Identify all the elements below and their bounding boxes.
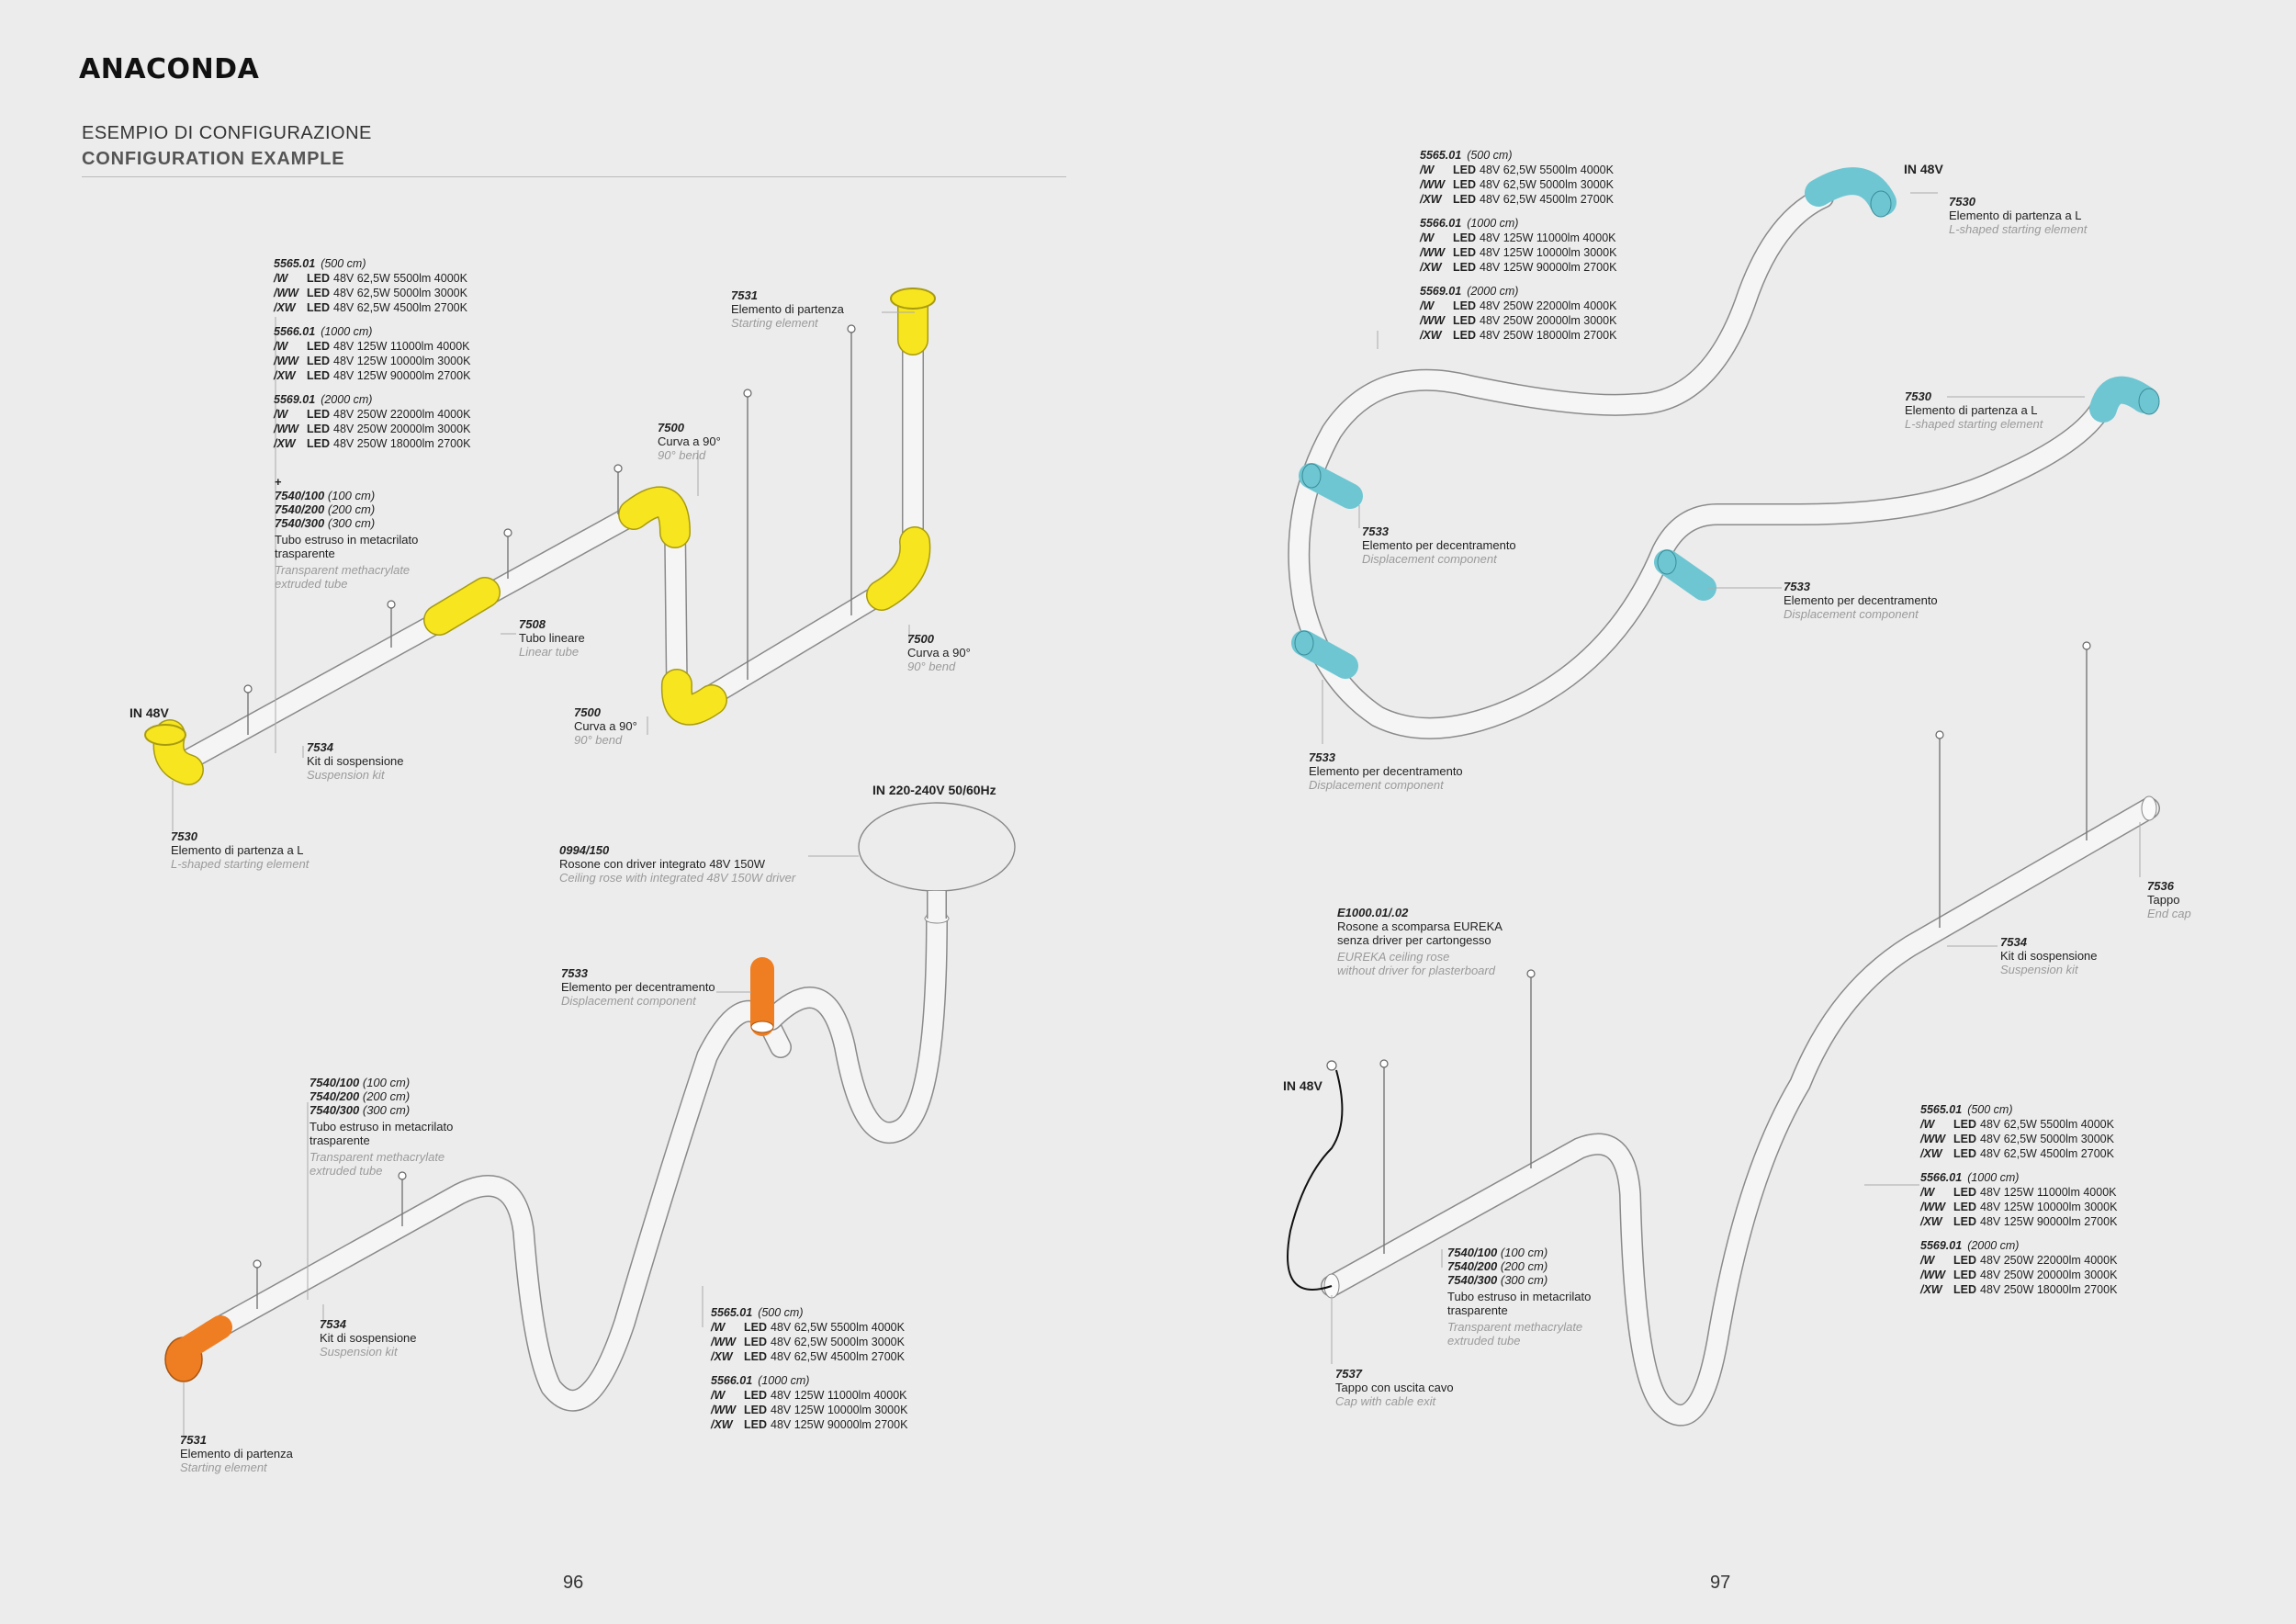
page-number-left: 96 <box>563 1573 584 1593</box>
left-page: ANACONDA ESEMPIO DI CONFIGURAZIONE CONFI… <box>79 53 1066 1593</box>
tube-label-bottom-right: 7540/100 (100 cm) 7540/200 (200 cm) 7540… <box>1447 1246 1592 1348</box>
spec-dim: (500 cm) <box>321 257 366 270</box>
in-48v-label-bottom-right: IN 48V <box>1283 1078 1322 1093</box>
tube-label-top-left: + 7540/100 (100 cm) 7540/200 (200 cm) 75… <box>275 475 419 591</box>
diagram-top-right <box>1288 167 2160 744</box>
diagram-bottom-left <box>164 802 1016 1438</box>
tube-label-bottom-left: 7540/100 (100 cm) 7540/200 (200 cm) 7540… <box>310 1076 454 1178</box>
page-number-right: 97 <box>1710 1573 1731 1593</box>
in-220v-label: IN 220-240V 50/60Hz <box>872 783 996 797</box>
diagram-bottom-right <box>1287 641 2160 1427</box>
header-divider <box>82 176 1066 177</box>
in-48v-label: IN 48V <box>129 705 169 720</box>
right-page: 97 <box>1148 0 2296 1624</box>
brand-title: ANACONDA <box>79 53 260 85</box>
spec-code: 5565.01 <box>274 257 316 270</box>
in-48v-label-top-right: IN 48V <box>1904 162 1943 176</box>
subtitle-english: CONFIGURATION EXAMPLE <box>82 149 345 169</box>
subtitle-italian: ESEMPIO DI CONFIGURAZIONE <box>82 123 372 143</box>
plus-sign: + <box>275 475 282 489</box>
diagram-top-left <box>144 288 936 831</box>
